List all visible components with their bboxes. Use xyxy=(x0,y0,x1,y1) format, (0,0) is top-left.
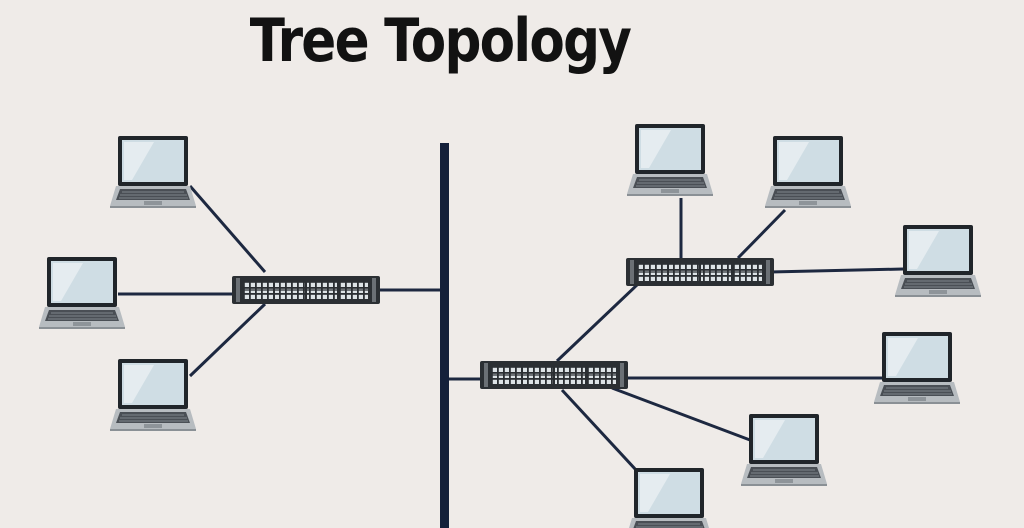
laptop-icon xyxy=(873,331,961,405)
link-lower-switch-laptop-6 xyxy=(560,388,638,472)
laptop-icon xyxy=(740,413,828,487)
diagram-title: Tree Topology xyxy=(249,6,632,76)
link-upper-to-lower-switch xyxy=(555,282,640,363)
laptop-icon xyxy=(764,135,852,209)
network-switch-icon xyxy=(479,360,629,390)
network-switch-icon xyxy=(231,275,381,305)
link-left-switch-laptop-1 xyxy=(188,185,267,273)
laptop-icon xyxy=(894,224,982,298)
laptop-icon xyxy=(626,123,714,197)
laptop-icon xyxy=(38,256,126,330)
laptop-icon xyxy=(109,135,197,209)
link-upper-switch-laptop-3 xyxy=(769,267,904,274)
link-lower-switch-laptop-5 xyxy=(611,386,751,442)
link-left-switch-laptop-3 xyxy=(188,302,267,378)
link-upper-switch-laptop-2 xyxy=(736,208,787,260)
network-switch-icon xyxy=(625,257,775,287)
laptop-icon xyxy=(109,358,197,432)
backbone-cable xyxy=(440,143,449,528)
laptop-icon xyxy=(625,467,713,528)
